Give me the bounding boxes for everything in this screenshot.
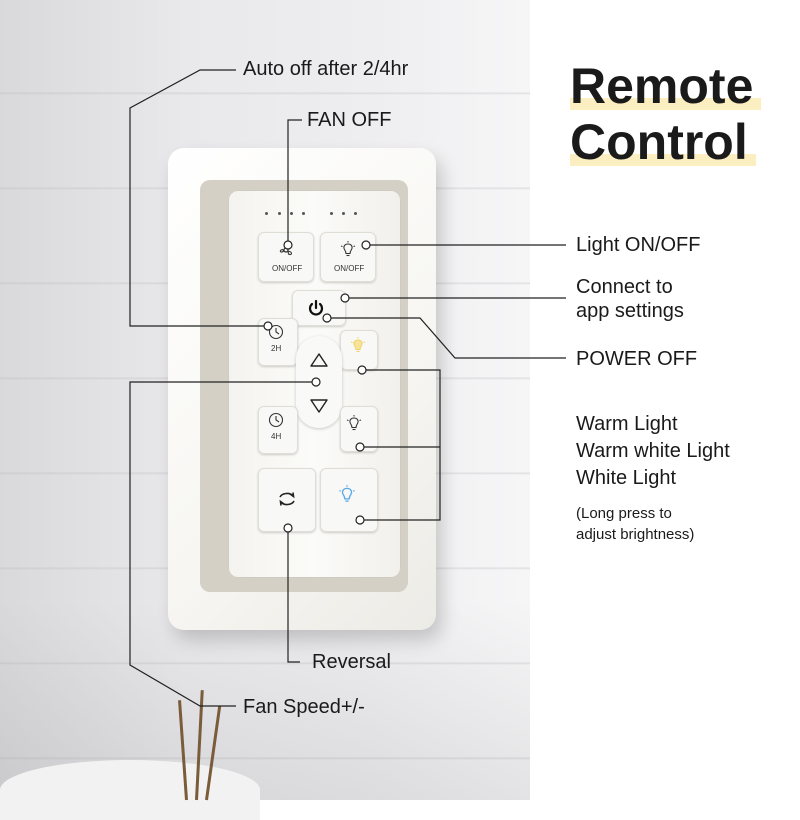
- label-light-onoff: Light ON/OFF: [576, 234, 701, 256]
- title-line-2: Control: [570, 114, 756, 170]
- light-onoff-label: ON/OFF: [334, 264, 365, 273]
- callout-point: [322, 313, 332, 323]
- callout-point: [355, 515, 365, 525]
- power-icon: [308, 299, 324, 316]
- timer-4h-button[interactable]: 4H: [258, 406, 298, 454]
- clock-icon: [268, 412, 284, 428]
- leader-fan-off: [287, 119, 302, 245]
- label-power-off: POWER OFF: [576, 348, 698, 370]
- label-note-line2: adjust brightness): [576, 526, 695, 543]
- label-reversal: Reversal: [312, 651, 391, 673]
- label-fan-speed: Fan Speed+/-: [243, 696, 365, 718]
- leader-lights-bracket: [360, 369, 441, 521]
- leader-reversal: [287, 528, 300, 663]
- label-warm-white-light: Warm white Light: [576, 440, 730, 462]
- warm-bulb-icon: [350, 337, 366, 353]
- fan-onoff-label: ON/OFF: [272, 264, 303, 273]
- indicator-dot: [278, 212, 281, 215]
- timer-2h-label: 2H: [271, 344, 282, 353]
- leader-auto-off: [129, 69, 268, 327]
- indicator-dot: [265, 212, 268, 215]
- callout-point: [361, 240, 371, 250]
- callout-point: [357, 365, 367, 375]
- white-light-button[interactable]: [320, 468, 378, 532]
- callout-leader-lines: [129, 69, 566, 707]
- title-line-1: Remote: [570, 58, 762, 114]
- power-off-button[interactable]: [292, 290, 346, 326]
- light-onoff-button[interactable]: ON/OFF: [320, 232, 376, 282]
- indicator-dot: [342, 212, 345, 215]
- label-white-light: White Light: [576, 467, 677, 489]
- leader-fan-speed: [129, 381, 316, 707]
- callout-point: [355, 442, 365, 452]
- label-connect-line1: Connect to: [576, 276, 673, 298]
- clock-icon: [268, 324, 284, 340]
- label-fan-off: FAN OFF: [307, 109, 392, 131]
- label-warm-light: Warm Light: [576, 413, 678, 435]
- indicator-dot: [354, 212, 357, 215]
- product-title: Remote Control: [570, 58, 762, 170]
- reversal-button[interactable]: [258, 468, 316, 532]
- bulb-icon: [346, 415, 362, 431]
- callout-point: [283, 523, 293, 533]
- reverse-arrows-icon: [279, 492, 295, 506]
- fan-onoff-button[interactable]: ON/OFF: [258, 232, 314, 282]
- timer-4h-label: 4H: [271, 432, 282, 441]
- white-bulb-icon: [339, 485, 355, 502]
- label-note-line1: (Long press to: [576, 505, 672, 522]
- callout-point: [340, 293, 350, 303]
- indicator-dot: [302, 212, 305, 215]
- warm-light-button[interactable]: [340, 330, 378, 370]
- triangle-down-icon: [310, 399, 328, 413]
- triangle-up-icon: [310, 353, 328, 367]
- indicator-dot: [330, 212, 333, 215]
- callout-point: [283, 240, 293, 250]
- callout-point: [263, 321, 273, 331]
- label-auto-off: Auto off after 2/4hr: [243, 58, 409, 80]
- label-connect-line2: app settings: [576, 300, 684, 322]
- leader-power-off: [327, 317, 566, 359]
- bulb-icon: [340, 241, 356, 257]
- callout-point: [311, 377, 321, 387]
- indicator-dot: [290, 212, 293, 215]
